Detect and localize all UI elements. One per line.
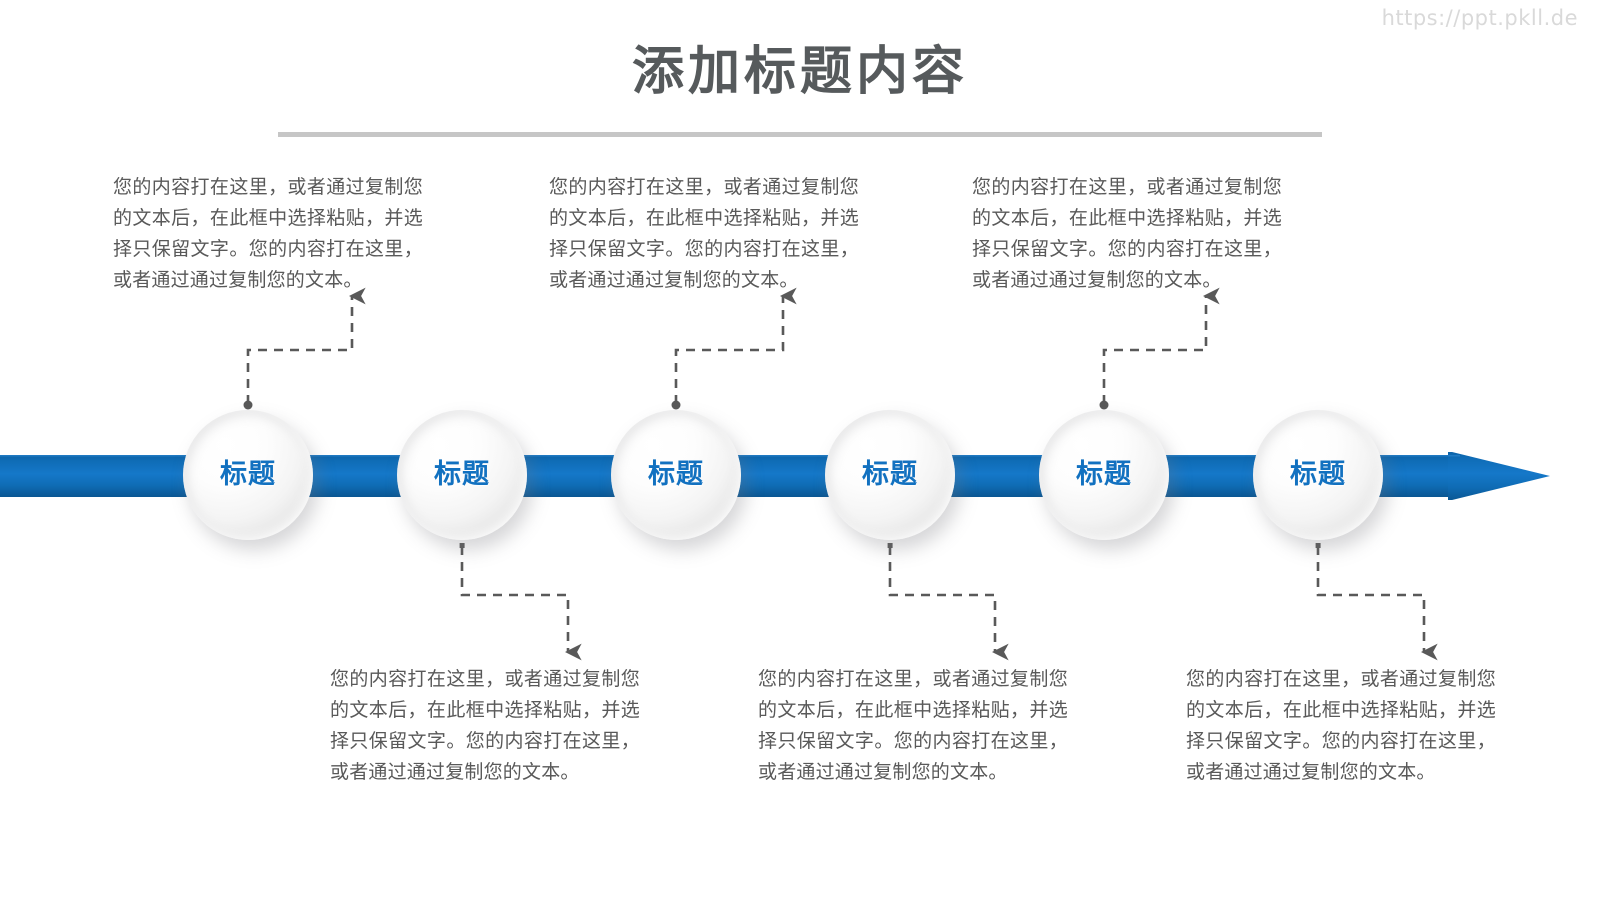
process-node-4[interactable]: 标题 xyxy=(825,410,955,540)
process-node-1[interactable]: 标题 xyxy=(183,410,313,540)
callout-text-bottom-3[interactable]: 您的内容打在这里，或者通过复制您的文本后，在此框中选择粘贴，并选择只保留文字。您… xyxy=(1186,668,1496,783)
callout-text-top-2[interactable]: 您的内容打在这里，或者通过复制您的文本后，在此框中选择粘贴，并选择只保留文字。您… xyxy=(549,176,859,291)
callout-text-top-3[interactable]: 您的内容打在这里，或者通过复制您的文本后，在此框中选择粘贴，并选择只保留文字。您… xyxy=(972,176,1282,291)
process-node-2[interactable]: 标题 xyxy=(397,410,527,540)
process-node-1-label: 标题 xyxy=(220,458,276,489)
process-node-3[interactable]: 标题 xyxy=(611,410,741,540)
site-watermark: https://ppt.pkll.de xyxy=(1381,6,1578,30)
process-node-6-label: 标题 xyxy=(1290,458,1346,489)
process-node-2-label: 标题 xyxy=(434,458,490,489)
callout-text-bottom-1[interactable]: 您的内容打在这里，或者通过复制您的文本后，在此框中选择粘贴，并选择只保留文字。您… xyxy=(330,668,640,783)
page-title: 添加标题内容 xyxy=(631,43,968,101)
process-node-6[interactable]: 标题 xyxy=(1253,410,1383,540)
process-node-3-label: 标题 xyxy=(648,458,704,489)
callout-text-top-1[interactable]: 您的内容打在这里，或者通过复制您的文本后，在此框中选择粘贴，并选择只保留文字。您… xyxy=(113,176,423,291)
title-divider xyxy=(278,132,1322,137)
process-node-5[interactable]: 标题 xyxy=(1039,410,1169,540)
process-node-5-label: 标题 xyxy=(1076,458,1132,489)
callout-text-bottom-2[interactable]: 您的内容打在这里，或者通过复制您的文本后，在此框中选择粘贴，并选择只保留文字。您… xyxy=(758,668,1068,783)
process-node-4-label: 标题 xyxy=(862,458,918,489)
